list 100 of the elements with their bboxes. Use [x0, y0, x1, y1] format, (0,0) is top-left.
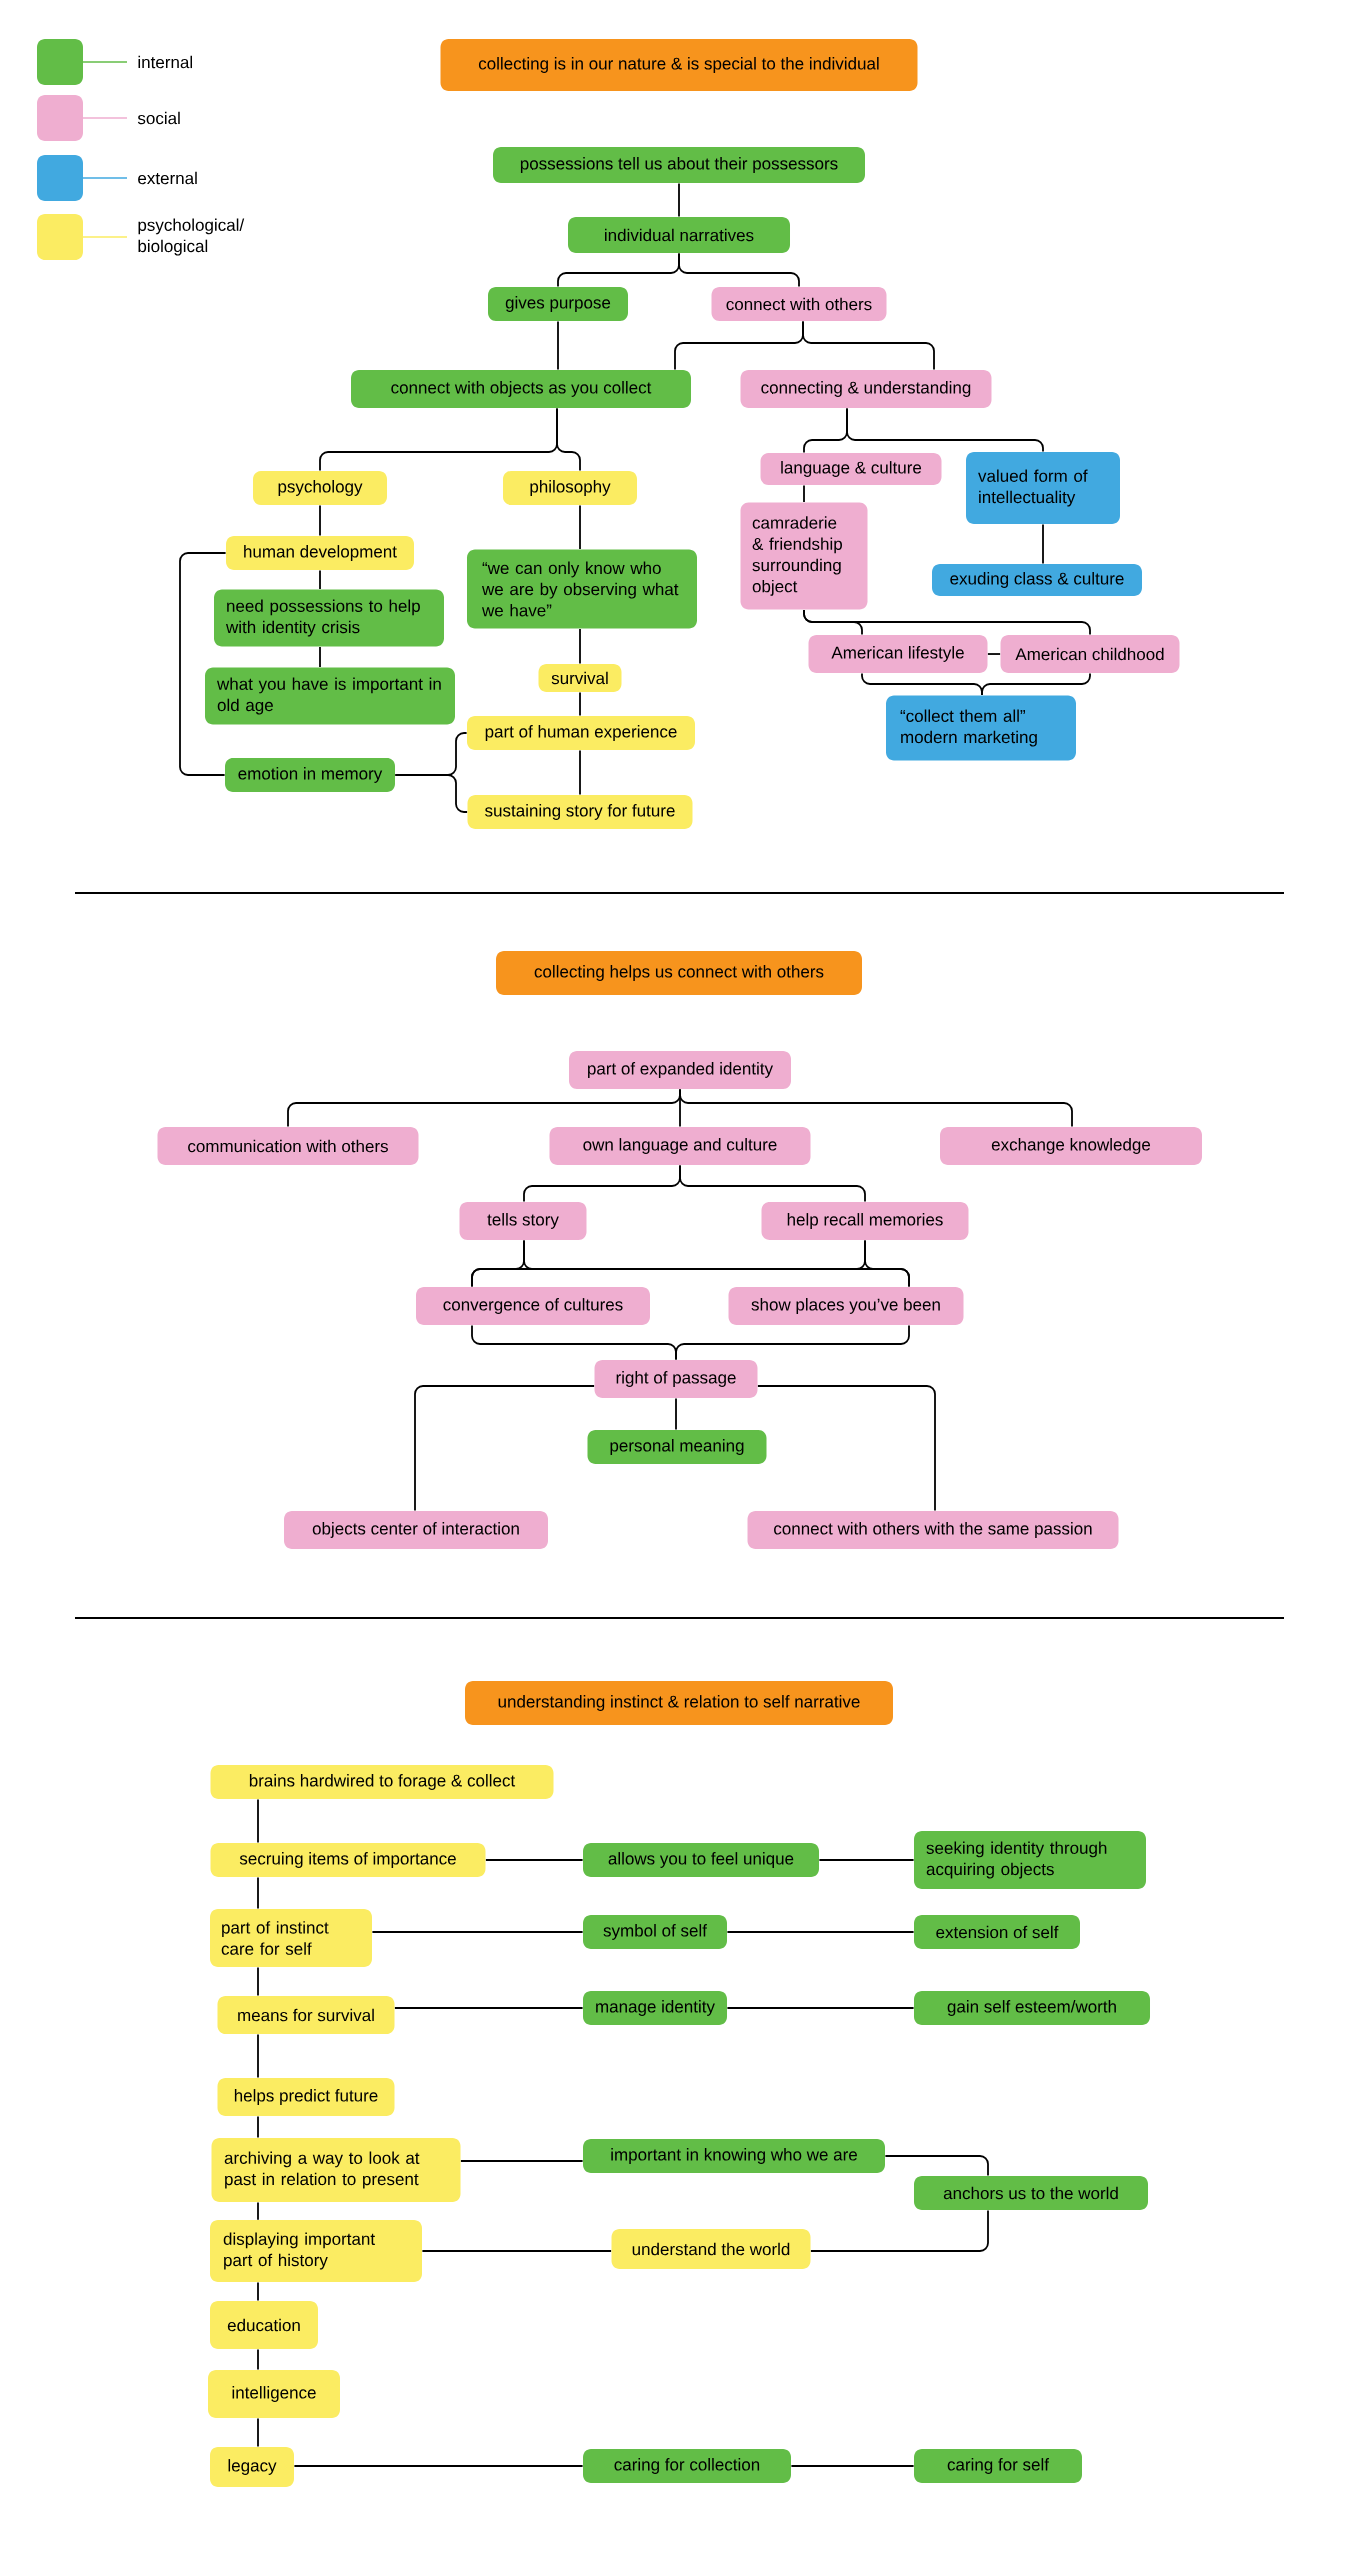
connector-line	[818, 1859, 915, 1861]
connector-line	[981, 672, 1091, 696]
concept-box: philosophy	[503, 471, 637, 505]
connector-line	[257, 2033, 259, 2079]
connector-line	[257, 2281, 259, 2302]
section-heading-box: collecting is in our nature & is special to the individual	[440, 39, 918, 91]
concept-box: displaying important part of history	[210, 2220, 422, 2282]
concept-box: intelligence	[208, 2370, 340, 2418]
concept-box: part of human experience	[467, 716, 695, 750]
concept-box: camraderie & friendship surrounding object	[740, 502, 868, 610]
concept-box: understand the world	[611, 2229, 811, 2269]
concept-box: caring for self	[914, 2449, 1082, 2483]
connector-line	[556, 407, 581, 472]
connector-line	[257, 1966, 259, 1997]
concept-box: “collect them all” modern marketing	[886, 695, 1076, 761]
concept-box: personal meaning	[587, 1430, 767, 1464]
legend-label: external	[138, 171, 197, 185]
connector-line	[293, 2465, 584, 2467]
concept-box: connect with others	[711, 287, 887, 321]
connector-line	[579, 691, 581, 717]
connector-line	[257, 2417, 259, 2448]
concept-box: show places you’ve been	[728, 1287, 964, 1325]
connector-line	[987, 653, 1001, 655]
concept-box: symbol of self	[583, 1915, 727, 1949]
connector-line	[257, 1876, 259, 1910]
concept-box: American childhood	[1000, 635, 1180, 673]
concept-box: convergence of cultures	[416, 1287, 650, 1325]
legend-label: psychological/ biological	[138, 218, 245, 256]
concept-box: help recall memories	[761, 1202, 969, 1240]
connector-line	[1042, 523, 1044, 565]
concept-box: connect with objects as you collect	[351, 370, 691, 408]
connector-line	[319, 646, 321, 668]
concept-box: survival	[538, 664, 622, 692]
connector-line	[394, 774, 468, 813]
concept-box: part of instinct care for self	[210, 1909, 372, 1967]
concept-box: tells story	[459, 1202, 587, 1240]
concept-box: exchange knowledge	[940, 1127, 1202, 1165]
connector-line	[257, 2348, 259, 2371]
connector-line	[257, 2115, 259, 2139]
connector-line	[884, 2155, 989, 2177]
connector-line	[679, 1164, 866, 1203]
concept-box: American lifestyle	[808, 635, 988, 673]
concept-box: archiving a way to look at past in relation to present	[211, 2138, 461, 2202]
concept-box: exuding class & culture	[932, 564, 1142, 596]
concept-box: “we can only know who we are by observing what we have”	[467, 549, 697, 629]
concept-box: seeking identity through acquiring objects	[914, 1831, 1146, 1889]
concept-box: possessions tell us about their possessors	[493, 147, 865, 183]
connector-line	[579, 749, 581, 796]
concept-box: anchors us to the world	[914, 2176, 1148, 2210]
concept-box: extension of self	[914, 1915, 1080, 1949]
concept-box: gain self esteem/worth	[914, 1991, 1150, 2025]
concept-box: sustaining story for future	[467, 795, 693, 829]
concept-box: connecting & understanding	[740, 370, 992, 408]
connector-line	[757, 1385, 936, 1512]
connector-line	[421, 2250, 612, 2252]
connector-line	[371, 1931, 584, 1933]
connector-line	[579, 628, 581, 665]
legend-label: social	[137, 111, 180, 125]
concept-box: brains hardwired to forage & collect	[210, 1765, 554, 1799]
connector-line	[394, 2007, 584, 2009]
concept-box: valued form of intellectuality	[966, 452, 1120, 524]
connector-line	[803, 609, 1091, 636]
legend-label: internal	[138, 55, 192, 69]
connector-line	[319, 569, 321, 590]
concept-box: education	[210, 2301, 318, 2349]
concept-box: objects center of interaction	[284, 1511, 548, 1549]
concept-box: important in knowing who we are	[583, 2139, 885, 2173]
connector-line	[319, 504, 321, 537]
connector-line	[675, 1324, 910, 1361]
concept-box: emotion in memory	[225, 758, 395, 792]
section-heading-box: collecting helps us connect with others	[496, 951, 862, 995]
concept-box: gives purpose	[488, 287, 628, 321]
concept-box: right of passage	[594, 1360, 758, 1398]
connector-line	[460, 2160, 584, 2162]
connector-line	[726, 2007, 915, 2009]
concept-box: manage identity	[583, 1991, 727, 2025]
connector-line	[678, 182, 680, 218]
concept-box: helps predict future	[217, 2078, 395, 2116]
concept-box: caring for collection	[583, 2449, 791, 2483]
concept-box: individual narratives	[568, 217, 790, 253]
connector-line	[179, 552, 227, 776]
connector-line	[485, 1859, 584, 1861]
concept-box: communication with others	[157, 1127, 419, 1165]
concept-box: allows you to feel unique	[583, 1843, 819, 1877]
concept-box: secruing items of importance	[210, 1843, 486, 1877]
connector-line	[678, 252, 800, 288]
connector-line	[557, 320, 559, 371]
concept-box: legacy	[210, 2447, 294, 2487]
concept-box: need possessions to help with identity crisis	[214, 589, 444, 647]
concept-box: connect with others with the same passion	[747, 1511, 1119, 1549]
concept-box: what you have is important in old age	[205, 667, 455, 725]
connector-line	[846, 407, 1044, 453]
connector-line	[726, 1931, 915, 1933]
connector-line	[257, 2201, 259, 2221]
connector-line	[414, 1385, 595, 1512]
concept-box: psychology	[253, 471, 387, 505]
connector-line	[675, 1397, 677, 1431]
connector-line	[790, 2465, 915, 2467]
concept-box: language & culture	[760, 453, 942, 485]
connector-line	[257, 1798, 259, 1844]
